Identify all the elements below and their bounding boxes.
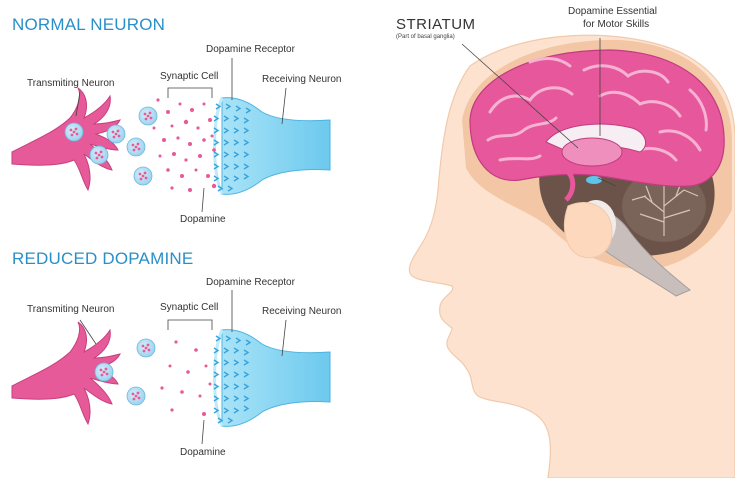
receiving-neuron-shape: [222, 98, 330, 195]
receiving-neuron-label-2: Receiving Neuron: [262, 306, 342, 317]
transmitting-neuron-label: Transmiting Neuron: [27, 78, 114, 89]
dopamine-label-2: Dopamine: [180, 447, 226, 458]
dopamine-essential-line1: Dopamine Essential: [568, 6, 657, 17]
striatum-label: STRIATUM: [396, 16, 476, 33]
dopamine-essential-line2: for Motor Skills: [583, 19, 649, 30]
synaptic-cell-label-2: Synaptic Cell: [160, 302, 218, 313]
normal-neuron-title: NORMAL NEURON: [12, 15, 165, 35]
ear: [564, 202, 612, 257]
transmitting-neuron-shape: [12, 88, 120, 190]
dopamine-receptor-label-2: Dopamine Receptor: [206, 277, 295, 288]
receiving-neuron-label: Receiving Neuron: [262, 74, 342, 85]
striatum-note: (Part of basal ganglia): [396, 34, 455, 40]
dopamine-receptor-label: Dopamine Receptor: [206, 44, 295, 55]
head-illustration: [409, 35, 735, 478]
transmitting-neuron-label-2: Transmiting Neuron: [27, 304, 114, 315]
receiving-neuron-shape-2: [222, 330, 330, 427]
synaptic-cell-label: Synaptic Cell: [160, 71, 218, 82]
dopamine-label: Dopamine: [180, 214, 226, 225]
reduced-dopamine-title: REDUCED DOPAMINE: [12, 249, 193, 269]
